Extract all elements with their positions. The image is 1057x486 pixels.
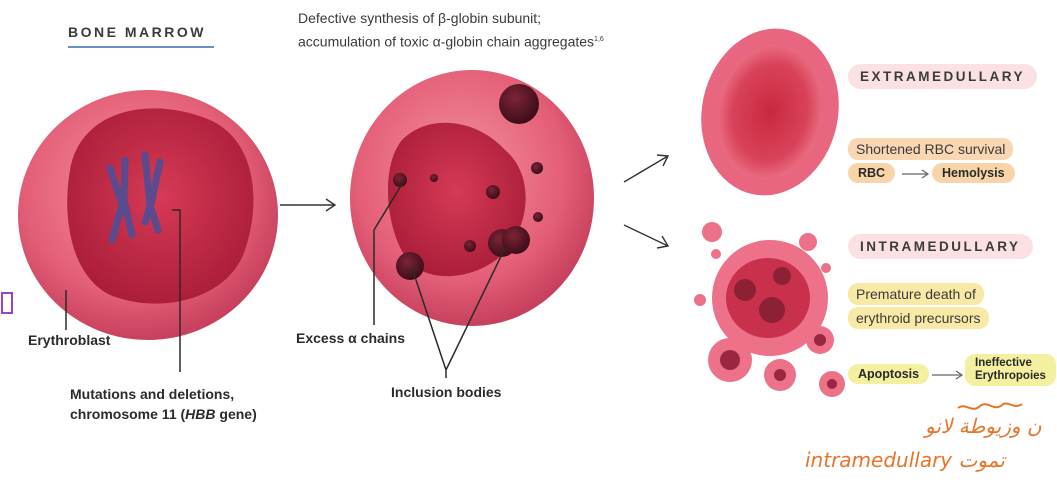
excess-chains-label: Excess α chains <box>296 330 405 346</box>
mutation-line-2: chromosome 11 (HBB gene) <box>70 404 257 424</box>
handwritten-arabic-note: ن وزيوطة لانو <box>925 414 1042 438</box>
handwritten-squiggle <box>958 404 1022 409</box>
ineffective-line-1: Ineffective <box>975 357 1046 370</box>
rbc-pill: RBC <box>848 163 895 183</box>
extramedullary-badge: EXTRAMEDULLARY <box>848 64 1037 89</box>
hbb-gene: HBB <box>185 406 215 422</box>
mechanism-caption: Defective synthesis of β-globin subunit;… <box>298 8 604 53</box>
intramedullary-badge: INTRAMEDULLARY <box>848 234 1033 259</box>
inclusion-bodies-label: Inclusion bodies <box>391 384 501 400</box>
rbc-survival-text: Shortened RBC survival <box>848 138 1013 160</box>
caption-reference: 1,6 <box>594 36 604 43</box>
premature-death-line-2: erythroid precursors <box>848 307 989 329</box>
ineffective-pill: Ineffective Erythropoies <box>965 354 1056 386</box>
hemolysis-pill: Hemolysis <box>932 163 1015 183</box>
red-blood-cell <box>686 16 854 209</box>
mutation-line-1: Mutations and deletions, <box>70 384 257 404</box>
premature-death-line-1: Premature death of <box>848 283 984 305</box>
arrow-down-right-icon <box>624 225 668 248</box>
ineffective-arrow-icon <box>932 371 962 379</box>
caption-line-2: accumulation of toxic α-globin chain agg… <box>298 29 604 53</box>
handwritten-latin: intramedullary <box>805 448 952 472</box>
caption-line-1: Defective synthesis of β-globin subunit; <box>298 8 604 29</box>
hemolysis-arrow-icon <box>902 170 928 178</box>
bone-marrow-heading: BONE MARROW <box>68 24 206 40</box>
caption-line-2-text: accumulation of toxic α-globin chain agg… <box>298 34 594 50</box>
arrow-up-right-icon <box>624 155 668 182</box>
apoptosis-pill: Apoptosis <box>848 364 929 384</box>
cell-with-inclusions <box>350 70 594 326</box>
mutation-line-2-pre: chromosome 11 ( <box>70 406 185 422</box>
handwritten-intramedullary-note: intramedullary تموت <box>805 448 1005 472</box>
arrow-right-icon <box>280 199 335 211</box>
erythroblast-label: Erythroblast <box>28 332 110 348</box>
ineffective-line-2: Erythropoies <box>975 370 1046 383</box>
handwritten-arabic: تموت <box>959 448 1005 472</box>
mutation-line-2-post: gene) <box>216 406 257 422</box>
dying-precursors-cluster <box>694 222 845 397</box>
mutation-label: Mutations and deletions, chromosome 11 (… <box>70 384 257 424</box>
heading-underline <box>68 46 214 48</box>
selection-bracket <box>2 293 12 313</box>
